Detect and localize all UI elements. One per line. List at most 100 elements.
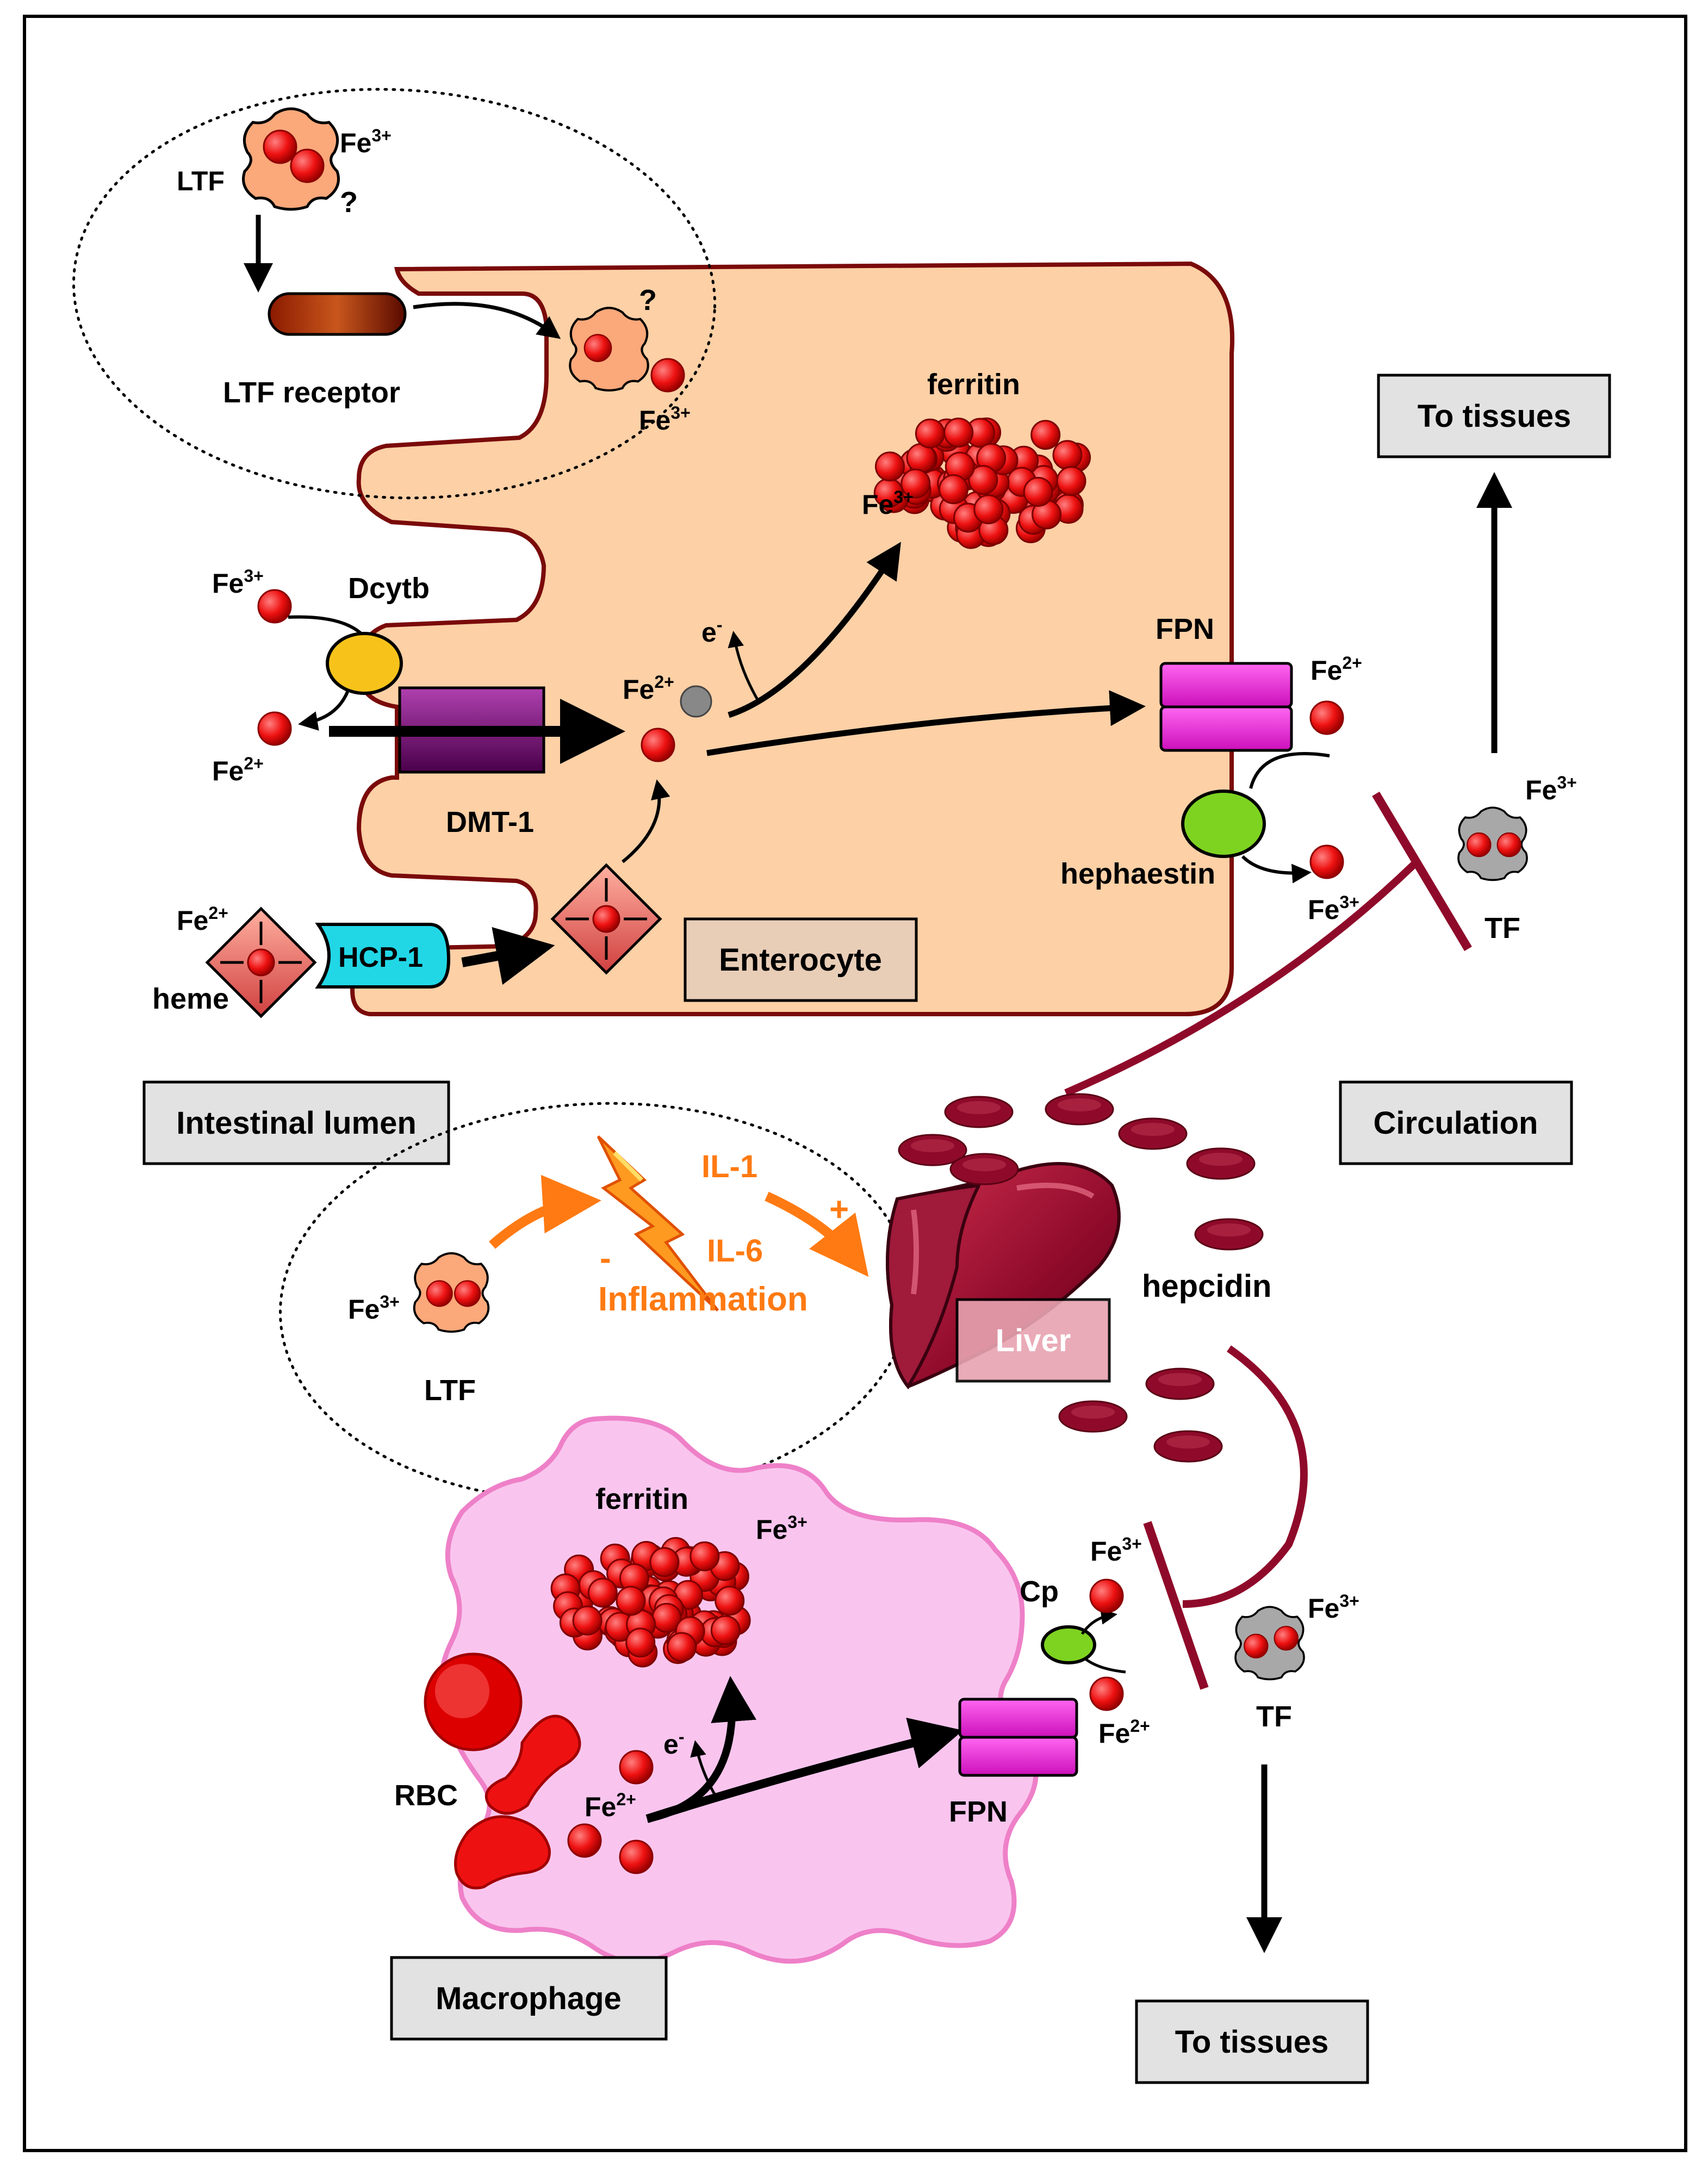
hepcidin-inhibition-line-bottom <box>1182 1345 1308 1608</box>
oxidation-to-ferritin-arrow <box>728 542 901 718</box>
ltf-label-top: LTF <box>177 166 225 196</box>
ferroportin-bottom-upper <box>958 1698 1078 1739</box>
hepcidin-peptide <box>1058 1400 1128 1433</box>
hephaestin-curve <box>1249 752 1330 789</box>
ferritin-iron-bead <box>690 1541 720 1571</box>
ferritin-iron-bead <box>939 474 968 505</box>
fe2-label-macro: Fe2+ <box>585 1789 636 1822</box>
ferritin-iron-bead <box>572 1605 603 1636</box>
fe3-label-dcytb: Fe3+ <box>212 566 264 599</box>
iron-macro-1 <box>619 1750 654 1785</box>
hcp1-transporter <box>315 923 451 989</box>
electron-loss-arrow <box>728 631 760 703</box>
ferritin-iron-bead <box>1052 440 1083 470</box>
ceruloplasmin-enzyme <box>1041 1625 1096 1664</box>
ferroportin-top-lower <box>1159 705 1293 752</box>
fe2-label-heme: Fe2+ <box>177 903 228 936</box>
inflammation-bolt-icon <box>597 1135 719 1312</box>
dcytb-enzyme <box>326 632 403 695</box>
hepcidin-peptide <box>1153 1430 1223 1463</box>
il1-label: IL-1 <box>701 1149 757 1184</box>
fe3-label-ferritin-top: Fe3+ <box>862 487 914 520</box>
enterocyte-cell <box>350 261 1234 1016</box>
fpn-label-bottom: FPN <box>949 1795 1008 1828</box>
transferrin-top <box>1457 806 1528 881</box>
hepcidin-inhibition-bar-top <box>1372 791 1472 952</box>
red-blood-cell-fragment-2 <box>454 1815 551 1890</box>
fe3-label-top: Fe3+ <box>340 126 392 158</box>
hephaestin-enzyme <box>1181 790 1266 858</box>
to-tissues-label-top: To tissues <box>1418 399 1572 434</box>
ltf-inhibits-inflammation-arrow <box>489 1174 601 1249</box>
hepcidin-peptide <box>1145 1368 1215 1400</box>
red-blood-cell-intact <box>424 1652 523 1751</box>
cp-label: Cp <box>1020 1575 1059 1608</box>
ltf-label-bottom: LTF <box>424 1374 476 1407</box>
question-mark-top: ? <box>340 186 358 219</box>
ferritin-iron-bead <box>1030 420 1061 450</box>
enterocyte-box <box>684 917 918 1002</box>
plus-sign: + <box>829 1191 849 1228</box>
outer-frame <box>23 15 1687 2152</box>
ferritin-iron-bead <box>625 1627 656 1658</box>
ferritin-iron-bead <box>587 1577 618 1608</box>
iron-fe3-inside <box>650 358 685 393</box>
ferritin-label-top: ferritin <box>927 368 1020 401</box>
macrophage-box <box>390 1956 668 2041</box>
dcytb-product-arrow <box>298 689 350 731</box>
ferritin-iron-bead <box>710 1615 741 1645</box>
hepcidin-peptide <box>944 1096 1014 1128</box>
hepcidin-peptide <box>1186 1147 1256 1180</box>
fe3-label-tf-bottom: Fe3+ <box>1308 1591 1359 1624</box>
ferritin-iron-bead <box>915 418 945 449</box>
enterocyte-label: Enterocyte <box>719 942 882 978</box>
macro-to-fpn-arrow <box>645 1717 964 1823</box>
iron-fe2-cp <box>1089 1676 1124 1711</box>
il6-label: IL-6 <box>707 1233 763 1269</box>
ferritin-cluster-top <box>873 417 1091 549</box>
ferritin-iron-bead <box>968 465 998 495</box>
dmt1-label: DMT-1 <box>446 806 534 838</box>
heme-label: heme <box>152 983 229 1015</box>
iron-fe3-cp <box>1089 1579 1124 1613</box>
to-tissues-label-bottom: To tissues <box>1175 2024 1329 2060</box>
iron-macro-3 <box>619 1840 654 1874</box>
bolt-highlight <box>613 1151 643 1182</box>
hephaestin-oxidation-arrow <box>1241 855 1312 884</box>
transferrin-bottom <box>1234 1606 1305 1681</box>
hepcidin-inhibition-line-top <box>1064 861 1417 1097</box>
fe2-label-fpn: Fe2+ <box>1310 653 1362 686</box>
fe2-label-lumen: Fe2+ <box>212 754 264 786</box>
ltf-receptor <box>268 292 407 336</box>
iron-fe3-heph <box>1309 844 1344 879</box>
inflammation-label: Inflammation <box>598 1281 808 1318</box>
fe3-label-heph: Fe3+ <box>1308 892 1359 925</box>
question-mark-inside: ? <box>639 284 657 316</box>
ferroportin-top-upper <box>1159 662 1293 709</box>
electron-label: e- <box>701 615 722 648</box>
to-tissues-box-bottom <box>1135 1999 1369 2084</box>
fe3-label-tf-top: Fe3+ <box>1525 773 1577 805</box>
hepcidin-inhibition-bar-bottom <box>1143 1521 1209 1690</box>
electron-label-bottom: e- <box>663 1727 684 1760</box>
fe2-label-cp: Fe2+ <box>1098 1716 1150 1749</box>
hephaestin-label: hephaestin <box>1060 857 1215 890</box>
fe2-to-fpn-arrow <box>706 690 1146 756</box>
receptor-internalization-arrow <box>413 302 561 339</box>
hepcidin-peptide <box>1118 1117 1188 1150</box>
ferritin-label-bottom: ferritin <box>595 1483 688 1515</box>
heme-iron-release-arrow <box>622 779 670 863</box>
liver-box <box>955 1298 1111 1383</box>
fpn-label-top: FPN <box>1156 613 1214 645</box>
electron-donor-dot <box>680 685 712 718</box>
fe3-label-cp: Fe3+ <box>1090 1534 1142 1567</box>
iron-fe2-lumen <box>257 711 292 746</box>
circulation-label: Circulation <box>1374 1105 1538 1141</box>
macrophage-cell <box>438 1415 1039 1965</box>
hepcidin-peptide <box>1194 1218 1264 1251</box>
ferritin-iron-bead <box>973 494 1004 525</box>
ltf-protein-top <box>244 109 339 209</box>
tf-label-bottom: TF <box>1256 1700 1292 1733</box>
fe3-label-inside: Fe3+ <box>639 403 691 436</box>
